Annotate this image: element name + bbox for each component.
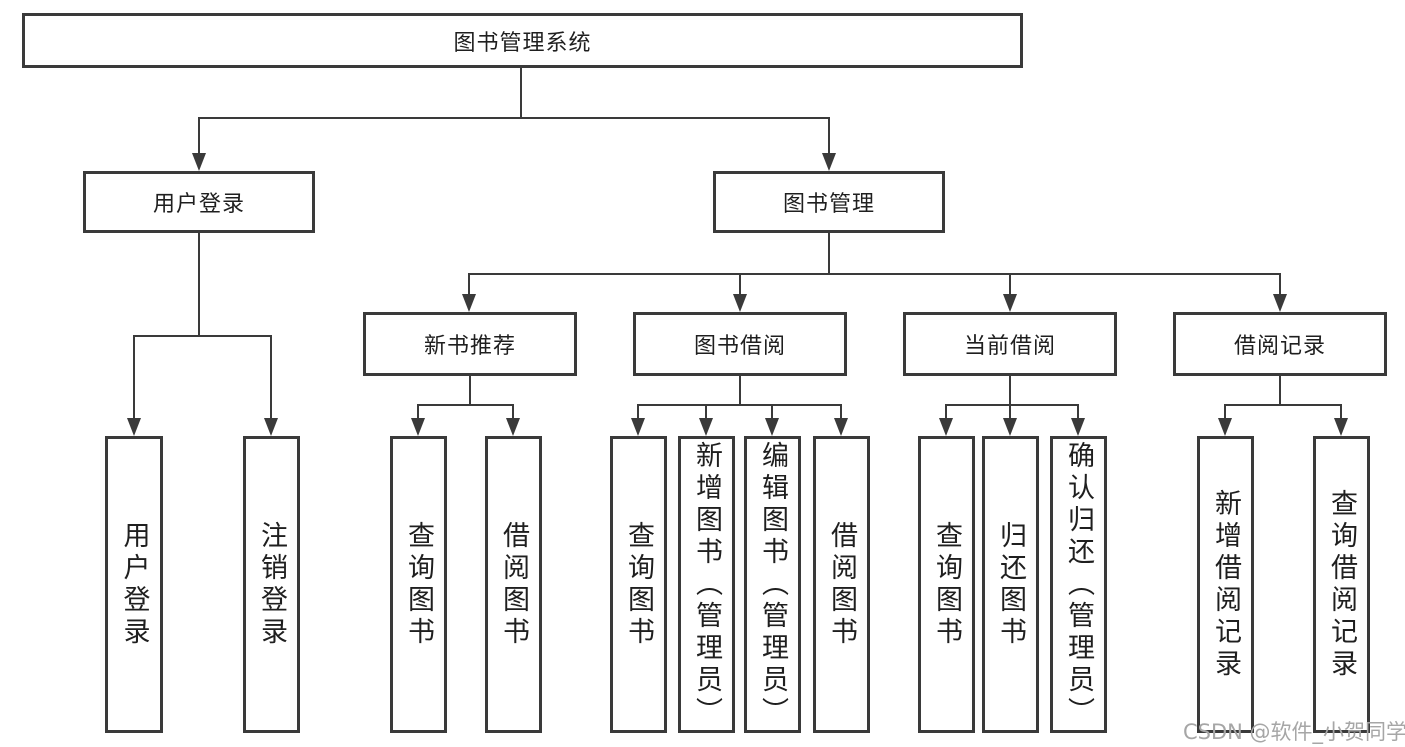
node-book-borrowing: 图书借阅 <box>633 312 847 376</box>
node-book-management: 图书管理 <box>713 171 945 233</box>
node-label: 查询图书 <box>623 520 654 649</box>
node-confirm-return-admin: 确认归还（管理员） <box>1050 436 1107 733</box>
connector-line <box>828 233 830 275</box>
arrow-down-icon <box>1003 294 1017 312</box>
arrow-down-icon <box>1071 418 1085 436</box>
node-label: 确认归还（管理员） <box>1063 440 1094 729</box>
connector-line <box>1009 376 1011 406</box>
connector-line <box>469 376 471 406</box>
connector-line <box>840 404 842 419</box>
node-query-books: 查询图书 <box>918 436 975 733</box>
node-label: 查询借阅记录 <box>1326 488 1357 681</box>
connector-line <box>1279 376 1281 406</box>
node-query-books: 查询图书 <box>390 436 447 733</box>
connector-line <box>417 404 419 419</box>
node-query-borrow-record: 查询借阅记录 <box>1313 436 1370 733</box>
arrow-down-icon <box>834 418 848 436</box>
arrow-down-icon <box>192 153 206 171</box>
connector-line <box>705 404 707 419</box>
node-label: 当前借阅 <box>963 334 1056 359</box>
node-borrowing-records: 借阅记录 <box>1173 312 1387 376</box>
connector-line <box>945 404 1079 406</box>
node-borrow-books: 借阅图书 <box>485 436 542 733</box>
arrow-down-icon <box>765 418 779 436</box>
arrow-down-icon <box>1273 294 1287 312</box>
connector-line <box>637 404 842 406</box>
connector-line <box>739 376 741 406</box>
node-label: 借阅图书 <box>826 520 857 649</box>
connector-line <box>1077 404 1079 419</box>
node-label: 查询图书 <box>931 520 962 649</box>
node-current-borrowing: 当前借阅 <box>903 312 1117 376</box>
node-return-books: 归还图书 <box>982 436 1039 733</box>
node-borrow-books: 借阅图书 <box>813 436 870 733</box>
node-library-management-system: 图书管理系统 <box>22 13 1023 68</box>
csdn-watermark: CSDN @软件_小贺同学 <box>1183 720 1405 744</box>
connector-line <box>1009 404 1011 419</box>
node-label: 新书推荐 <box>423 334 516 359</box>
arrow-down-icon <box>264 418 278 436</box>
node-label: 注销登录 <box>256 520 287 649</box>
connector-line <box>198 117 830 119</box>
node-new-book-recommendation: 新书推荐 <box>363 312 577 376</box>
connector-line <box>1009 273 1011 295</box>
connector-line <box>771 404 773 419</box>
connector-line <box>1279 273 1281 295</box>
connector-line <box>468 273 1281 275</box>
node-label: 查询图书 <box>403 520 434 649</box>
node-user-login-leaf: 用户登录 <box>105 436 163 733</box>
connector-line <box>1224 404 1342 406</box>
connector-line <box>512 404 514 419</box>
connector-line <box>133 335 135 419</box>
connector-line <box>739 273 741 295</box>
node-edit-books-admin: 编辑图书（管理员） <box>744 436 801 733</box>
arrow-down-icon <box>1003 418 1017 436</box>
node-add-borrow-record: 新增借阅记录 <box>1197 436 1254 733</box>
connector-line <box>133 335 272 337</box>
connector-line <box>468 273 470 295</box>
node-label: 用户登录 <box>118 520 150 649</box>
connector-line <box>637 404 639 419</box>
connector-line <box>1224 404 1226 419</box>
arrow-down-icon <box>506 418 520 436</box>
node-label: 新增图书（管理员） <box>691 440 722 729</box>
arrow-down-icon <box>127 418 141 436</box>
node-label: 新增借阅记录 <box>1210 488 1241 681</box>
node-label: 用户登录 <box>152 192 245 217</box>
node-query-books: 查询图书 <box>610 436 667 733</box>
arrow-down-icon <box>411 418 425 436</box>
arrow-down-icon <box>1218 418 1232 436</box>
arrow-down-icon <box>822 153 836 171</box>
node-label: 图书管理 <box>782 192 875 217</box>
arrow-down-icon <box>1334 418 1348 436</box>
node-label: 图书借阅 <box>693 334 786 359</box>
node-label: 图书管理系统 <box>453 30 592 56</box>
node-label: 借阅图书 <box>498 520 529 649</box>
connector-line <box>198 117 200 154</box>
arrow-down-icon <box>939 418 953 436</box>
connector-line <box>1340 404 1342 419</box>
arrow-down-icon <box>733 294 747 312</box>
connector-line <box>945 404 947 419</box>
connector-line <box>520 68 522 119</box>
node-add-books-admin: 新增图书（管理员） <box>678 436 735 733</box>
connector-line <box>270 335 272 419</box>
connector-line <box>198 233 200 337</box>
connector-line <box>828 117 830 154</box>
node-user-login: 用户登录 <box>83 171 315 233</box>
node-label: 归还图书 <box>995 520 1026 649</box>
arrow-down-icon <box>462 294 476 312</box>
node-logout: 注销登录 <box>243 436 300 733</box>
arrow-down-icon <box>631 418 645 436</box>
node-label: 借阅记录 <box>1233 334 1326 359</box>
node-label: 编辑图书（管理员） <box>757 440 788 729</box>
arrow-down-icon <box>699 418 713 436</box>
connector-line <box>417 404 514 406</box>
